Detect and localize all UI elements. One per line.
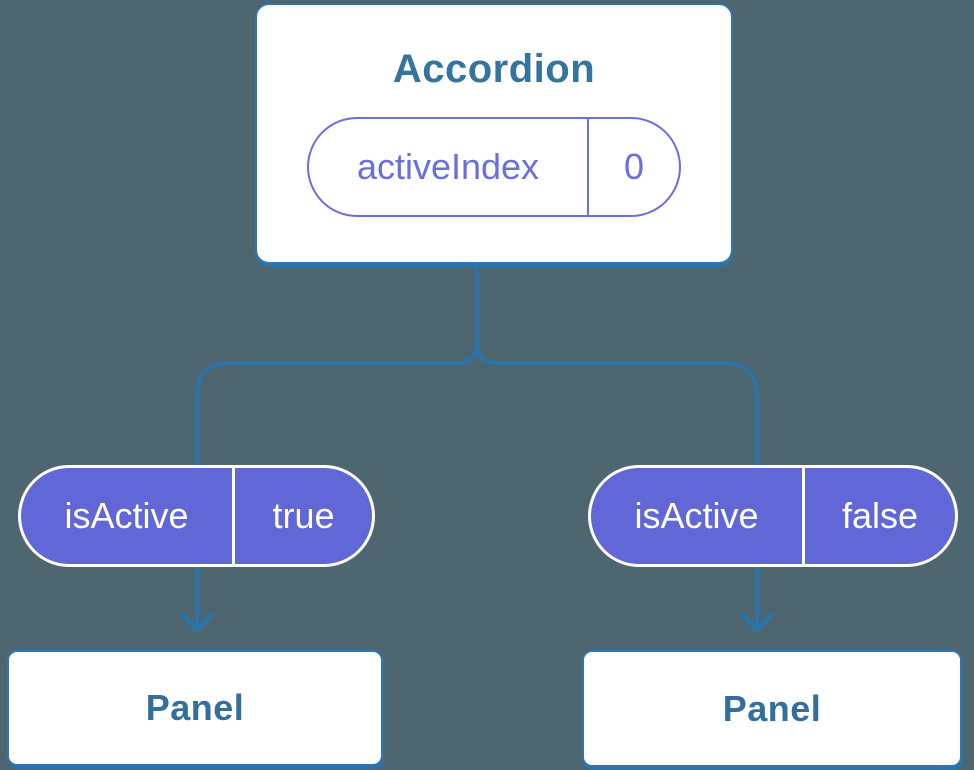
component-title: Accordion: [392, 47, 596, 91]
arrow-down-icon: [740, 612, 774, 633]
prop-name: isActive: [64, 495, 189, 536]
component-title: Panel: [145, 687, 245, 728]
prop-pill-isactive-true: isActive true: [18, 465, 375, 567]
component-title: Panel: [722, 687, 822, 729]
panel-component-box-right: Panel: [582, 650, 962, 767]
state-pill: activeIndex 0: [307, 117, 681, 217]
prop-value: true: [232, 468, 372, 564]
panel-component-box-left: Panel: [7, 650, 383, 766]
state-value: 0: [587, 119, 679, 215]
prop-value: false: [802, 468, 955, 564]
prop-name: isActive: [634, 495, 759, 536]
prop-pill-isactive-false: isActive false: [588, 465, 958, 567]
connector-left-branch: [195, 262, 479, 630]
arrow-down-icon: [180, 612, 214, 633]
accordion-component-box: Accordion activeIndex 0: [255, 3, 733, 264]
state-name: activeIndex: [356, 146, 540, 187]
